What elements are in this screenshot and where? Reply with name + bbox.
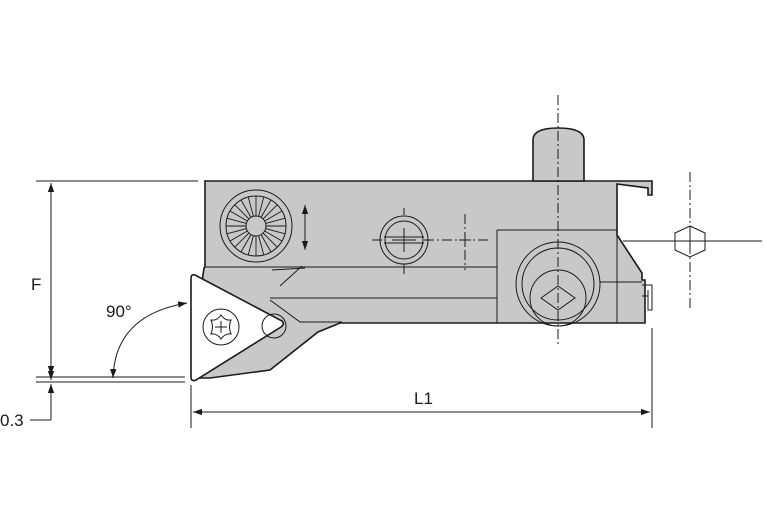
hex-socket-icon xyxy=(540,285,576,311)
serration-ray xyxy=(262,232,278,248)
serration-ray xyxy=(258,196,265,217)
serration-ray xyxy=(240,199,252,218)
dimension-angle: 90° xyxy=(106,301,188,379)
serration-ray xyxy=(226,217,247,224)
locating-hole xyxy=(372,208,490,275)
serration-ray xyxy=(240,234,252,253)
serration-ray xyxy=(265,228,286,235)
serration-ray xyxy=(229,230,248,242)
serration-ray xyxy=(265,217,286,224)
serration-ray xyxy=(260,199,272,218)
cutting-insert xyxy=(190,274,287,382)
dimension-offset-label: 0.3 xyxy=(0,411,24,430)
dimension-length-label: L1 xyxy=(414,389,433,408)
serration-ray xyxy=(262,204,278,220)
serration-ray xyxy=(264,210,283,222)
dimension-offset: 0.3 xyxy=(0,360,55,430)
serration-ray xyxy=(264,230,283,242)
holder-body-outline xyxy=(199,180,653,379)
dimension-height: F xyxy=(31,180,198,383)
hex-key-end-view xyxy=(623,172,762,310)
dimension-angle-label: 90° xyxy=(106,302,132,321)
serration-ray xyxy=(229,210,248,222)
dimension-height-label: F xyxy=(31,275,41,294)
dimension-length: L1 xyxy=(190,328,653,428)
torx-screw-icon xyxy=(210,314,232,340)
serration-ray xyxy=(258,235,265,256)
serration-ray xyxy=(247,196,254,217)
serration-ray xyxy=(260,234,272,253)
serration-rays xyxy=(226,196,286,256)
holder-body xyxy=(199,180,653,379)
serration-ray xyxy=(247,235,254,256)
serration-ray xyxy=(234,204,250,220)
serrated-adjustment-screw xyxy=(219,189,309,263)
serration-ray xyxy=(226,228,247,235)
serration-ray xyxy=(234,232,250,248)
